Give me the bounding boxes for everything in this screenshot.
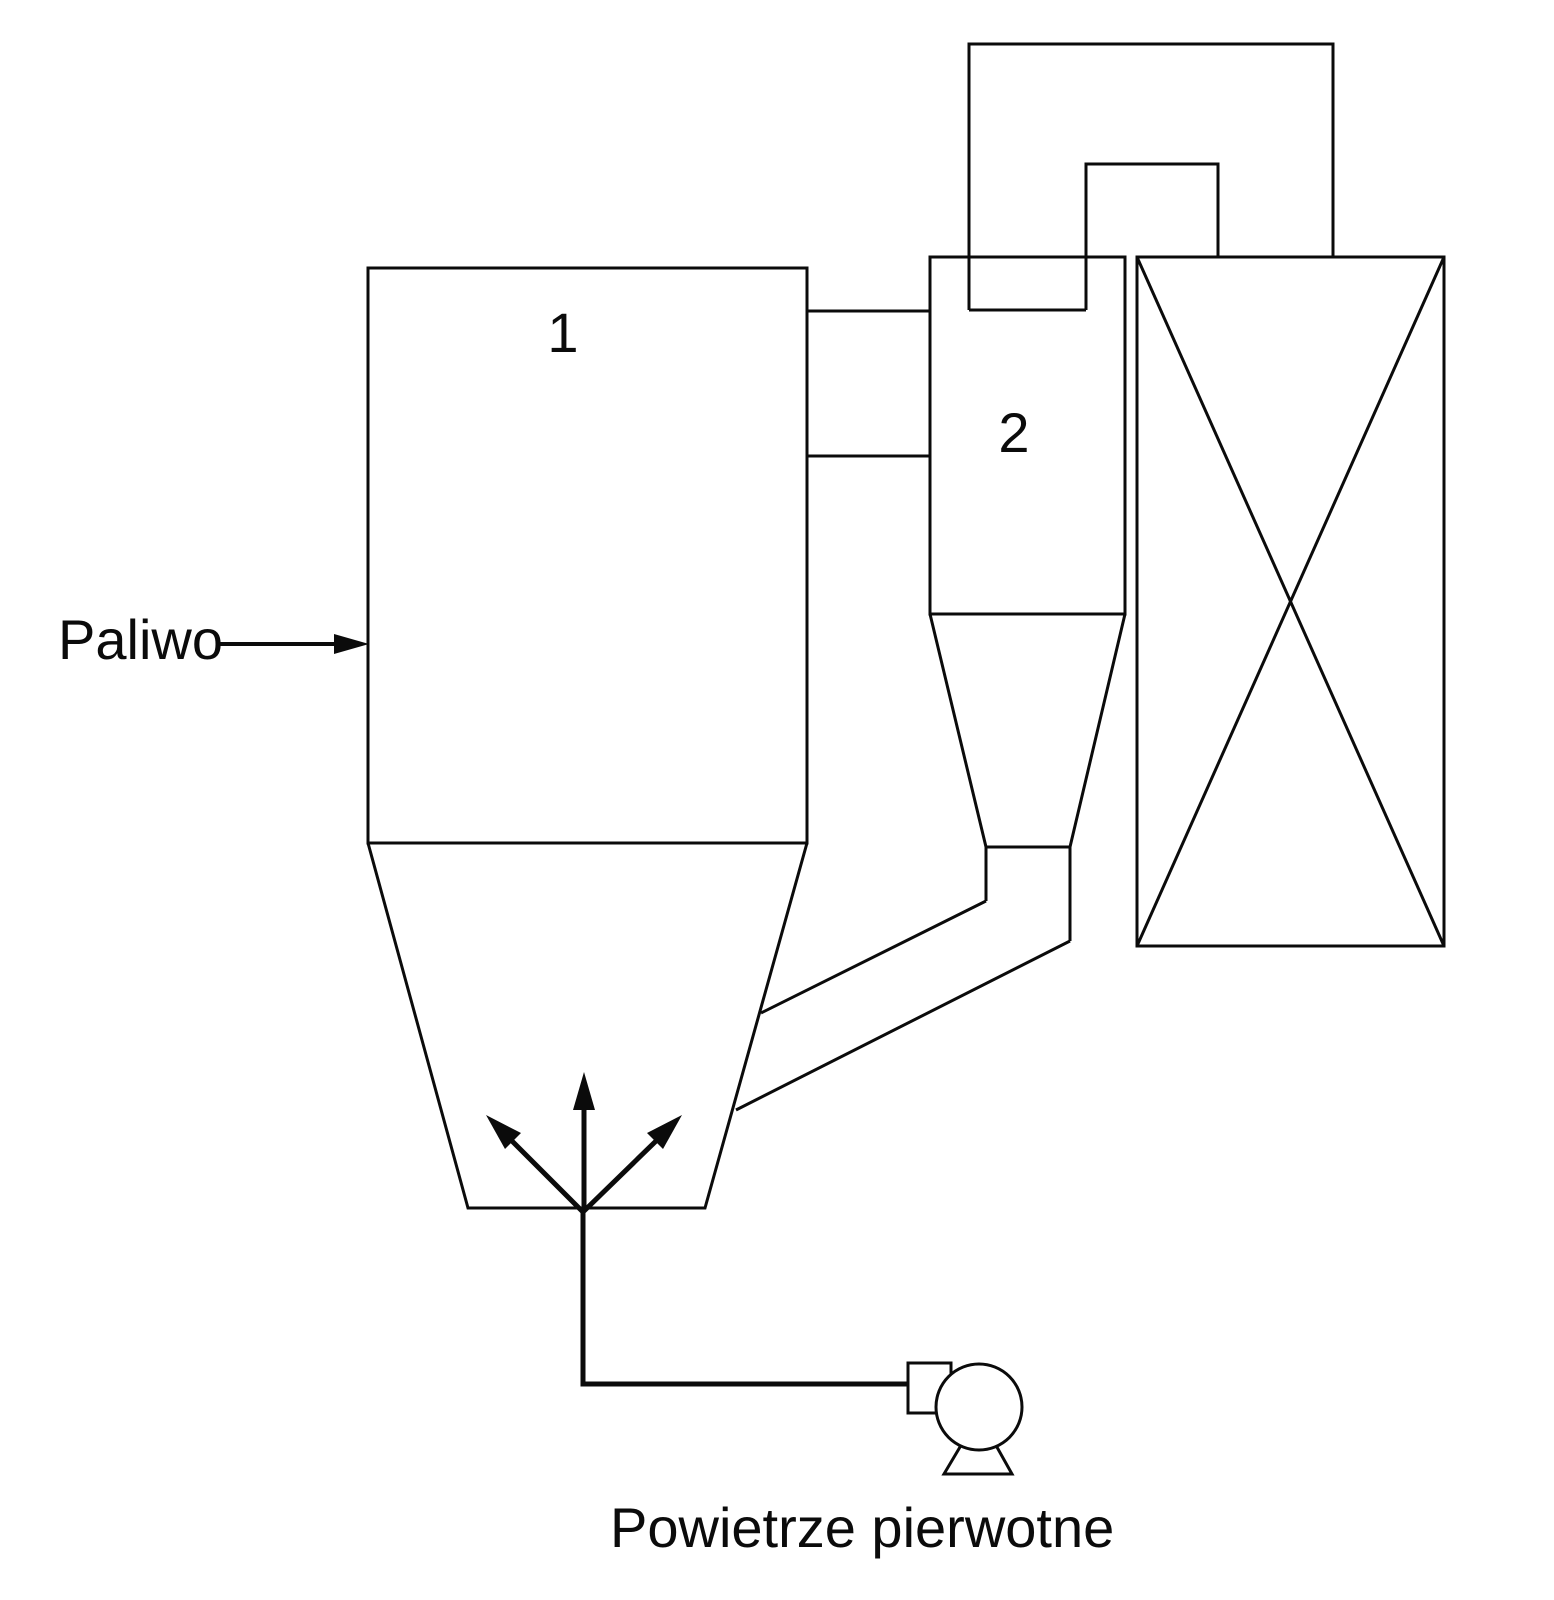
combustion-chamber-number: 1 — [547, 301, 578, 364]
combustion-chamber-body — [366, 266, 809, 845]
air-arrow-left-head-icon — [486, 1115, 521, 1149]
outlet-duct-outer-wall — [967, 42, 1335, 310]
gas-outlet-duct — [967, 42, 1335, 312]
combustion-chamber-hopper — [366, 842, 809, 1210]
primary-air-pipe-line — [580, 1208, 908, 1387]
fan-symbol — [906, 1361, 1024, 1476]
air-arrow-up-head-icon — [573, 1072, 595, 1110]
combustion-chamber: 1 — [366, 266, 809, 1210]
fan-casing-icon — [934, 1362, 1024, 1452]
fuel-arrow-head-icon — [334, 634, 369, 654]
return-duct-lower-wall — [735, 939, 1071, 1112]
air-distribution-arrows — [486, 1072, 682, 1214]
outlet-duct-inner-wall — [1084, 162, 1220, 310]
air-arrow-right-shaft — [581, 1139, 658, 1214]
primary-air-label: Powietrze pierwotne — [610, 1496, 1114, 1559]
return-duct-upper-wall — [760, 899, 987, 1015]
heat-exchanger — [1135, 255, 1446, 948]
cyclone-cone — [928, 613, 1127, 849]
solids-return-duct — [735, 899, 1071, 1112]
air-arrow-left-shaft — [510, 1139, 585, 1214]
air-arrow-right-head-icon — [647, 1115, 682, 1149]
heat-exchanger-body — [1135, 255, 1446, 948]
chamber-to-cyclone-duct — [807, 309, 930, 458]
cyclone: 2 — [928, 255, 1127, 941]
fuel-label: Paliwo — [58, 608, 223, 671]
fuel-inlet: Paliwo — [58, 608, 369, 671]
cyclone-body — [928, 255, 1127, 616]
cyclone-number: 2 — [998, 401, 1029, 464]
heat-exchanger-cross-diagonal-2 — [1135, 256, 1446, 947]
primary-air-pipe — [580, 1208, 908, 1387]
